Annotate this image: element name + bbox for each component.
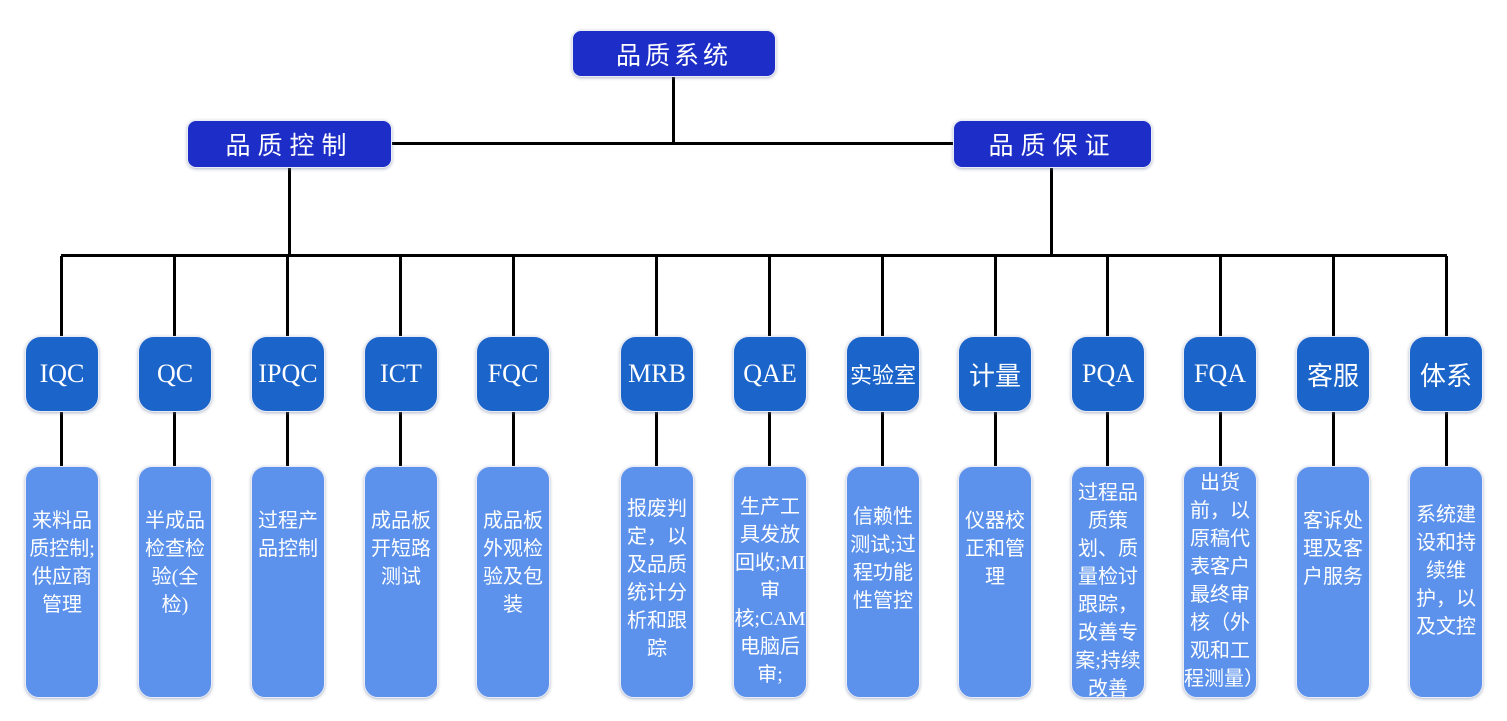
connector-link-qc bbox=[173, 412, 176, 467]
connector-drop-fqc bbox=[512, 256, 515, 337]
node-box-service: 客服 bbox=[1296, 336, 1370, 412]
connector-link-ipqc bbox=[286, 412, 289, 467]
node-box-metrology: 计量 bbox=[958, 336, 1032, 412]
node-box-mrb: MRB bbox=[620, 336, 694, 412]
branch-label: 品质控制 bbox=[225, 133, 354, 160]
connector-link-iqc bbox=[60, 412, 63, 467]
connector-link-metrology bbox=[994, 412, 997, 467]
desc-text: 半成品检查检验(全检) bbox=[145, 510, 205, 616]
node-label: IQC bbox=[39, 359, 85, 388]
branch-box-quality-control: 品质控制 bbox=[187, 120, 392, 168]
connector-link-qae bbox=[768, 412, 771, 467]
node-box-ipqc: IPQC bbox=[251, 336, 325, 412]
node-box-fqa: FQA bbox=[1183, 336, 1257, 412]
desc-text: 生产工具发放回收;MI审核;CAM电脑后审; bbox=[734, 496, 806, 686]
desc-box-pqa: 过程品质策划、质量检讨跟踪，改善专案;持续改善 bbox=[1071, 466, 1145, 700]
desc-text: 来料品质控制;供应商管理 bbox=[29, 510, 95, 616]
connector-drop-pqa bbox=[1106, 256, 1109, 337]
node-label: 体系 bbox=[1419, 361, 1472, 391]
node-label: IPQC bbox=[258, 359, 318, 388]
desc-box-mrb: 报废判定，以及品质统计分析和跟踪 bbox=[620, 466, 694, 698]
node-box-qae: QAE bbox=[733, 336, 807, 412]
connector-link-system bbox=[1445, 412, 1448, 467]
desc-box-fqc: 成品板外观检验及包装 bbox=[476, 466, 550, 698]
connector-link-fqc bbox=[512, 412, 515, 467]
node-box-lab: 实验室 bbox=[846, 336, 920, 412]
connector-link-mrb bbox=[655, 412, 658, 467]
connector-drop-mrb bbox=[655, 256, 658, 337]
desc-box-system: 系统建设和持续维护，以及文控 bbox=[1409, 466, 1483, 698]
desc-box-iqc: 来料品质控制;供应商管理 bbox=[25, 466, 99, 698]
desc-box-qae: 生产工具发放回收;MI审核;CAM电脑后审; bbox=[733, 466, 807, 698]
desc-text: 仪器校正和管理 bbox=[965, 510, 1025, 588]
desc-text: 出货前，以原稿代表客户最终审核（外观和工程测量） bbox=[1184, 472, 1264, 690]
connector-drop-service bbox=[1332, 256, 1335, 337]
branch-box-quality-assurance: 品质保证 bbox=[953, 120, 1152, 168]
connector-drop-iqc bbox=[60, 256, 63, 337]
node-box-ict: ICT bbox=[364, 336, 438, 412]
branch-label: 品质保证 bbox=[988, 133, 1117, 160]
desc-box-fqa: 出货前，以原稿代表客户最终审核（外观和工程测量） bbox=[1183, 466, 1264, 698]
connector-link-pqa bbox=[1106, 412, 1109, 467]
desc-text: 过程产品控制 bbox=[258, 510, 318, 560]
desc-text: 报废判定，以及品质统计分析和跟踪 bbox=[627, 498, 687, 660]
node-label: FQA bbox=[1193, 359, 1246, 388]
connector-drop-metrology bbox=[994, 256, 997, 337]
desc-box-ipqc: 过程产品控制 bbox=[251, 466, 325, 698]
connector-drop-ipqc bbox=[286, 256, 289, 337]
connector-link-lab bbox=[881, 412, 884, 467]
node-label: PQA bbox=[1081, 359, 1134, 388]
desc-box-lab: 信赖性测试;过程功能性管控 bbox=[846, 466, 920, 698]
node-box-system: 体系 bbox=[1409, 336, 1483, 412]
node-label: ICT bbox=[380, 359, 422, 388]
node-box-qc: QC bbox=[138, 336, 212, 412]
desc-text: 系统建设和持续维护，以及文控 bbox=[1416, 504, 1476, 638]
desc-box-service: 客诉处理及客户服务 bbox=[1296, 466, 1370, 698]
node-box-fqc: FQC bbox=[476, 336, 550, 412]
connector-drop-fqa bbox=[1219, 256, 1222, 337]
node-label: MRB bbox=[628, 359, 686, 388]
node-label: 实验室 bbox=[849, 363, 916, 388]
node-label: FQC bbox=[487, 359, 539, 388]
connector-root-down bbox=[672, 77, 675, 144]
connector-level1-bus bbox=[392, 142, 953, 145]
connector-drop-qc bbox=[173, 256, 176, 337]
desc-box-metrology: 仪器校正和管理 bbox=[958, 466, 1032, 698]
connector-link-fqa bbox=[1219, 412, 1222, 467]
connector-drop-qae bbox=[768, 256, 771, 337]
desc-text: 客诉处理及客户服务 bbox=[1303, 510, 1363, 588]
connector-level2-bus bbox=[61, 254, 1447, 257]
node-label: 计量 bbox=[968, 361, 1021, 391]
desc-text: 成品板开短路测试 bbox=[371, 510, 431, 588]
connector-link-service bbox=[1332, 412, 1335, 467]
node-box-iqc: IQC bbox=[25, 336, 99, 412]
desc-text: 过程品质策划、质量检讨跟踪，改善专案;持续改善 bbox=[1075, 482, 1141, 700]
desc-box-ict: 成品板开短路测试 bbox=[364, 466, 438, 698]
connector-link-ict bbox=[399, 412, 402, 467]
desc-box-qc: 半成品检查检验(全检) bbox=[138, 466, 212, 698]
desc-text: 成品板外观检验及包装 bbox=[483, 510, 543, 616]
connector-drop-lab bbox=[881, 256, 884, 337]
node-label: 客服 bbox=[1306, 361, 1359, 391]
connector-drop-system bbox=[1445, 256, 1448, 337]
root-box-quality-system: 品质系统 bbox=[572, 30, 776, 77]
node-box-pqa: PQA bbox=[1071, 336, 1145, 412]
desc-text: 信赖性测试;过程功能性管控 bbox=[850, 506, 916, 612]
node-label: QAE bbox=[743, 359, 797, 388]
connector-qc-down bbox=[288, 168, 291, 257]
connector-drop-ict bbox=[399, 256, 402, 337]
root-label: 品质系统 bbox=[615, 42, 732, 70]
connector-qa-down bbox=[1050, 168, 1053, 257]
node-label: QC bbox=[156, 359, 194, 388]
